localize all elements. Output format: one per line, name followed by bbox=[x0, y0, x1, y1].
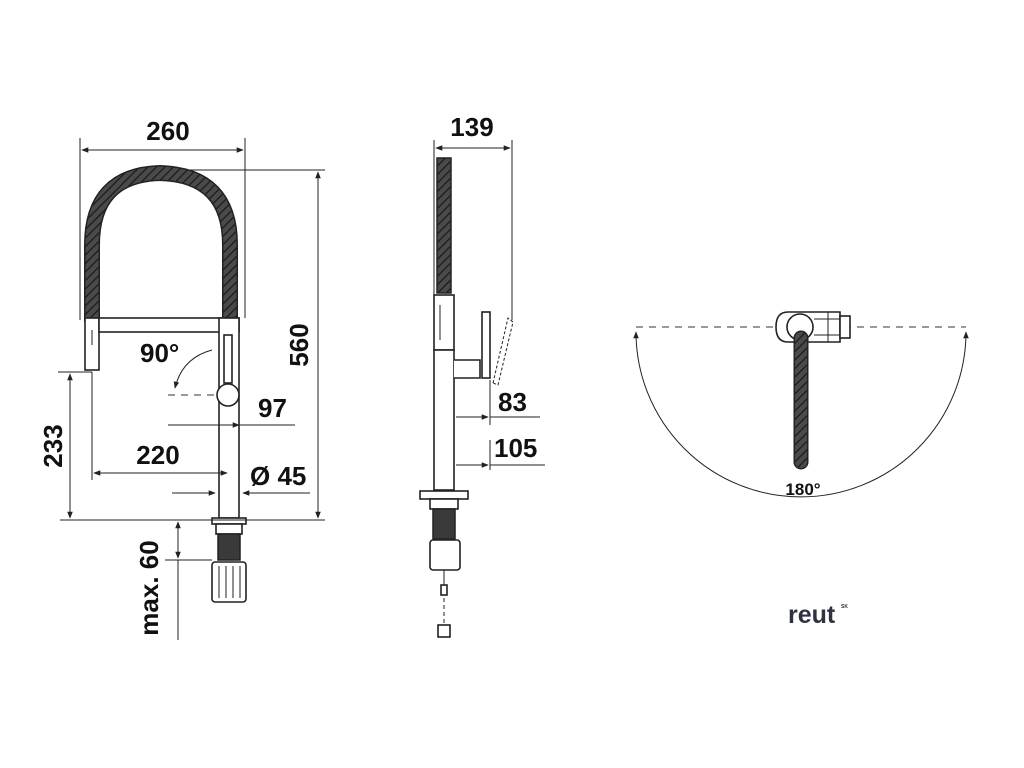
dim-233: 233 bbox=[38, 424, 68, 467]
front-view: 260 560 90° 97 233 220 Ø 45 max. 60 bbox=[38, 116, 325, 640]
brand-name: reut bbox=[788, 601, 836, 629]
front-arm bbox=[98, 317, 240, 333]
dim-90-degrees: 90° bbox=[140, 338, 179, 368]
side-body bbox=[433, 349, 455, 491]
dim-diameter-45: Ø 45 bbox=[250, 461, 306, 491]
dim-max-60: max. 60 bbox=[134, 540, 164, 635]
swivel-arc bbox=[633, 331, 969, 498]
dim-97: 97 bbox=[258, 393, 287, 423]
dim-105: 105 bbox=[494, 433, 537, 463]
side-hose bbox=[436, 157, 452, 294]
front-lever-knob bbox=[216, 383, 240, 407]
dim-83: 83 bbox=[498, 387, 527, 417]
brand-logo: reut SK bbox=[788, 601, 848, 629]
dim-560: 560 bbox=[284, 323, 314, 366]
front-mount-nut bbox=[211, 561, 247, 603]
side-spray-head bbox=[433, 294, 455, 351]
dim-220: 220 bbox=[136, 440, 179, 470]
front-base-plate bbox=[211, 517, 247, 525]
side-lever bbox=[481, 311, 491, 379]
top-view: 180° bbox=[633, 311, 969, 499]
side-mount-nut bbox=[429, 539, 461, 571]
dim-139: 139 bbox=[450, 112, 493, 142]
dim-260: 260 bbox=[146, 116, 189, 146]
front-lever bbox=[223, 334, 233, 384]
side-view: 139 83 105 bbox=[419, 112, 545, 638]
brand-suffix: SK bbox=[841, 604, 848, 610]
dim-180-degrees: 180° bbox=[785, 480, 820, 499]
